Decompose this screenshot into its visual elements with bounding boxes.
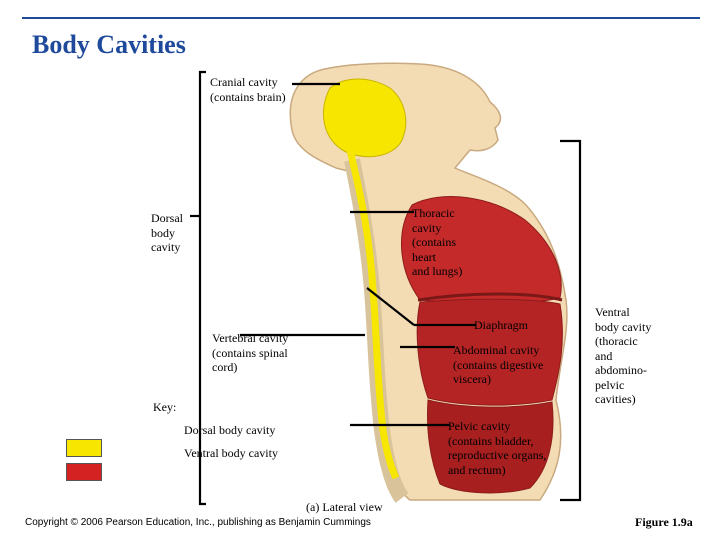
pelvic-cavity: [427, 399, 554, 494]
label-ventral-body-cavity: Ventral body cavity (thoracic and abdomi…: [595, 305, 652, 406]
label-vertebral-cavity: Vertebral cavity (contains spinal cord): [212, 331, 289, 374]
bracket-ventral: [560, 139, 582, 502]
leader-diaphragm: [366, 287, 415, 326]
key-swatch-dorsal: [66, 439, 102, 457]
key-label-dorsal: Dorsal body cavity: [184, 423, 276, 437]
key-label-ventral: Ventral body cavity: [184, 446, 278, 460]
figure-number: Figure 1.9a: [635, 515, 693, 529]
label-thoracic-cavity: Thoracic cavity (contains heart and lung…: [412, 206, 463, 278]
label-dorsal-body-cavity: Dorsal body cavity: [151, 211, 183, 254]
key-swatch-ventral: [66, 463, 102, 481]
page-title: Body Cavities: [32, 30, 186, 59]
key-title: Key:: [153, 400, 177, 414]
label-abdominal-cavity: Abdominal cavity (contains digestive vis…: [453, 343, 544, 386]
figure-caption: (a) Lateral view: [306, 500, 383, 514]
title-rule: [22, 17, 700, 19]
copyright-notice: Copyright © 2006 Pearson Education, Inc.…: [25, 517, 371, 528]
label-pelvic-cavity: Pelvic cavity (contains bladder, reprodu…: [448, 419, 547, 477]
label-diaphragm: Diaphragm: [474, 318, 528, 332]
label-cranial-cavity: Cranial cavity (contains brain): [210, 75, 286, 104]
cranial-cavity: [323, 78, 407, 158]
diaphragm: [417, 292, 563, 302]
bracket-dorsal: [198, 70, 206, 506]
